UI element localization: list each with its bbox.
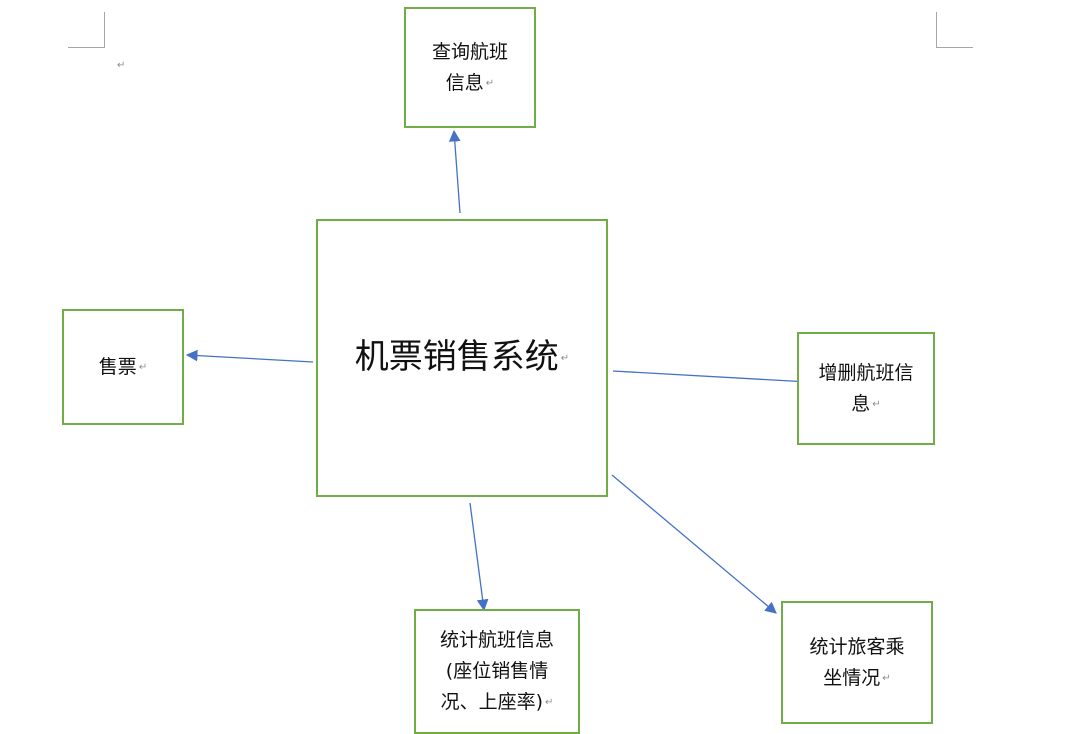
node-edit-flight: 增删航班信 息↵ (797, 332, 935, 445)
arrow-to-stats (469, 502, 489, 612)
paragraph-mark: ↵ (138, 361, 148, 373)
arrow-to-sell (185, 349, 314, 363)
node-passenger-stats: 统计旅客乘 坐情况↵ (781, 601, 933, 724)
node-label-line: 查询航班 (431, 40, 508, 63)
page-corner-top-left (68, 12, 105, 48)
node-label-line: 统计旅客乘 (809, 635, 905, 658)
paragraph-mark: ↵ (882, 672, 891, 684)
paragraph-mark: ↵ (485, 77, 495, 89)
node-sell-ticket: 售票↵ (62, 309, 184, 425)
node-center-system: 机票销售系统↵ (316, 219, 608, 497)
node-label-line: 增删航班信 (818, 361, 914, 384)
paragraph-mark: ↵ (117, 60, 126, 71)
node-label-line: 统计航班信息 (439, 629, 554, 651)
node-query-flight: 查询航班 信息↵ (404, 7, 536, 128)
center-title: 机票销售系统 (354, 337, 559, 378)
page-corner-top-right (936, 12, 973, 48)
node-label-line: 息 (851, 392, 871, 415)
node-label-line: 况、上座率) (440, 691, 543, 713)
paragraph-mark: ↵ (545, 697, 554, 708)
node-label-line: (座位销售情 (445, 660, 549, 682)
arrow-to-edit (612, 370, 811, 388)
node-flight-stats: 统计航班信息 (座位销售情 况、上座率)↵ (414, 609, 580, 734)
arrow-to-pax (611, 474, 777, 614)
arrow-to-query (448, 129, 461, 214)
node-label-line: 售票 (98, 355, 137, 378)
node-label-line: 坐情况 (823, 666, 881, 689)
paragraph-mark: ↵ (872, 398, 881, 410)
paragraph-mark: ↵ (560, 352, 570, 364)
node-label-line: 信息 (445, 71, 484, 94)
